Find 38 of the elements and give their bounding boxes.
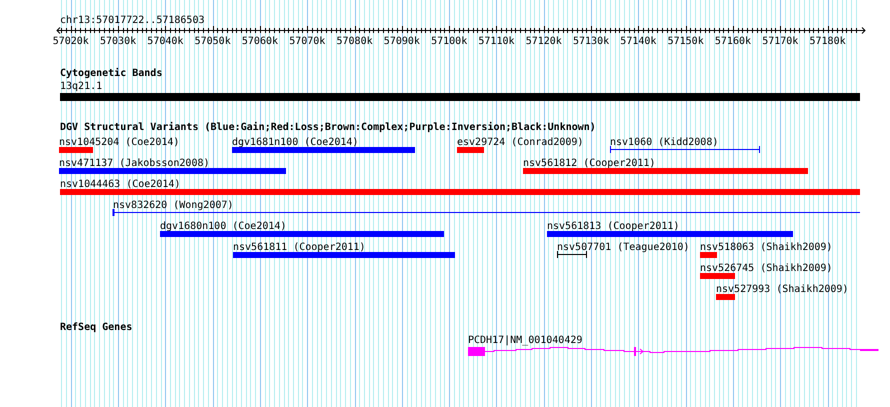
variant-label: nsv526745 (Shaikh2009) bbox=[700, 263, 832, 274]
tick-label: 57090k bbox=[384, 36, 420, 47]
tick-label: 57040k bbox=[147, 36, 184, 47]
variant-label: nsv471137 (Jakobsson2008) bbox=[59, 158, 210, 169]
tick-label: 57130k bbox=[573, 36, 610, 47]
variant-label: nsv1060 (Kidd2008) bbox=[610, 137, 718, 148]
track-title: DGV Structural Variants (Blue:Gain;Red:Loss;Brown:Complex;Purple:Inversion;Black:Unknown) bbox=[60, 122, 596, 133]
track-title: RefSeq Genes bbox=[60, 322, 132, 333]
variant-label: dgv1680n100 (Coe2014) bbox=[160, 221, 286, 232]
tick-label: 57140k bbox=[620, 36, 656, 47]
tick-label: 57020k bbox=[52, 36, 89, 47]
variant-label: nsv507701 (Teague2010) bbox=[557, 242, 690, 253]
tick-label: 57110k bbox=[478, 36, 515, 47]
band-label: 13q21.1 bbox=[60, 81, 102, 92]
tick-label: 57060k bbox=[242, 36, 278, 47]
track-title: Cytogenetic Bands bbox=[60, 68, 162, 79]
tick-label: 57150k bbox=[668, 36, 704, 47]
variant-label: nsv561813 (Cooper2011) bbox=[547, 221, 680, 232]
tick-label: 57030k bbox=[100, 36, 136, 47]
tick-label: 57170k bbox=[762, 36, 798, 47]
tick-label: 57120k bbox=[526, 36, 562, 47]
variant-label: nsv832620 (Wong2007) bbox=[113, 200, 234, 211]
genomic-location: chr13:57017722..57186503 bbox=[60, 15, 204, 26]
tick-label: 57160k bbox=[714, 36, 752, 47]
variant-label: nsv527993 (Shaikh2009) bbox=[716, 284, 848, 295]
tick-label: 57180k bbox=[810, 36, 846, 47]
variant-label: esv29724 (Conrad2009) bbox=[457, 137, 584, 148]
tick-label: 57080k bbox=[336, 36, 373, 47]
variant-label: nsv561812 (Cooper2011) bbox=[523, 158, 656, 169]
variant-label: nsv1044463 (Coe2014) bbox=[60, 179, 180, 190]
tick-label: 57050k bbox=[194, 36, 231, 47]
variant-label: nsv561811 (Cooper2011) bbox=[233, 242, 366, 253]
gene-label: PCDH17|NM_001040429 bbox=[468, 335, 582, 346]
tick-label: 57100k bbox=[431, 36, 468, 47]
variant-label: nsv518063 (Shaikh2009) bbox=[700, 242, 832, 253]
variant-label: nsv1045204 (Coe2014) bbox=[59, 137, 180, 148]
variant-label: dgv1681n100 (Coe2014) bbox=[232, 137, 358, 148]
tick-label: 57070k bbox=[289, 36, 326, 47]
